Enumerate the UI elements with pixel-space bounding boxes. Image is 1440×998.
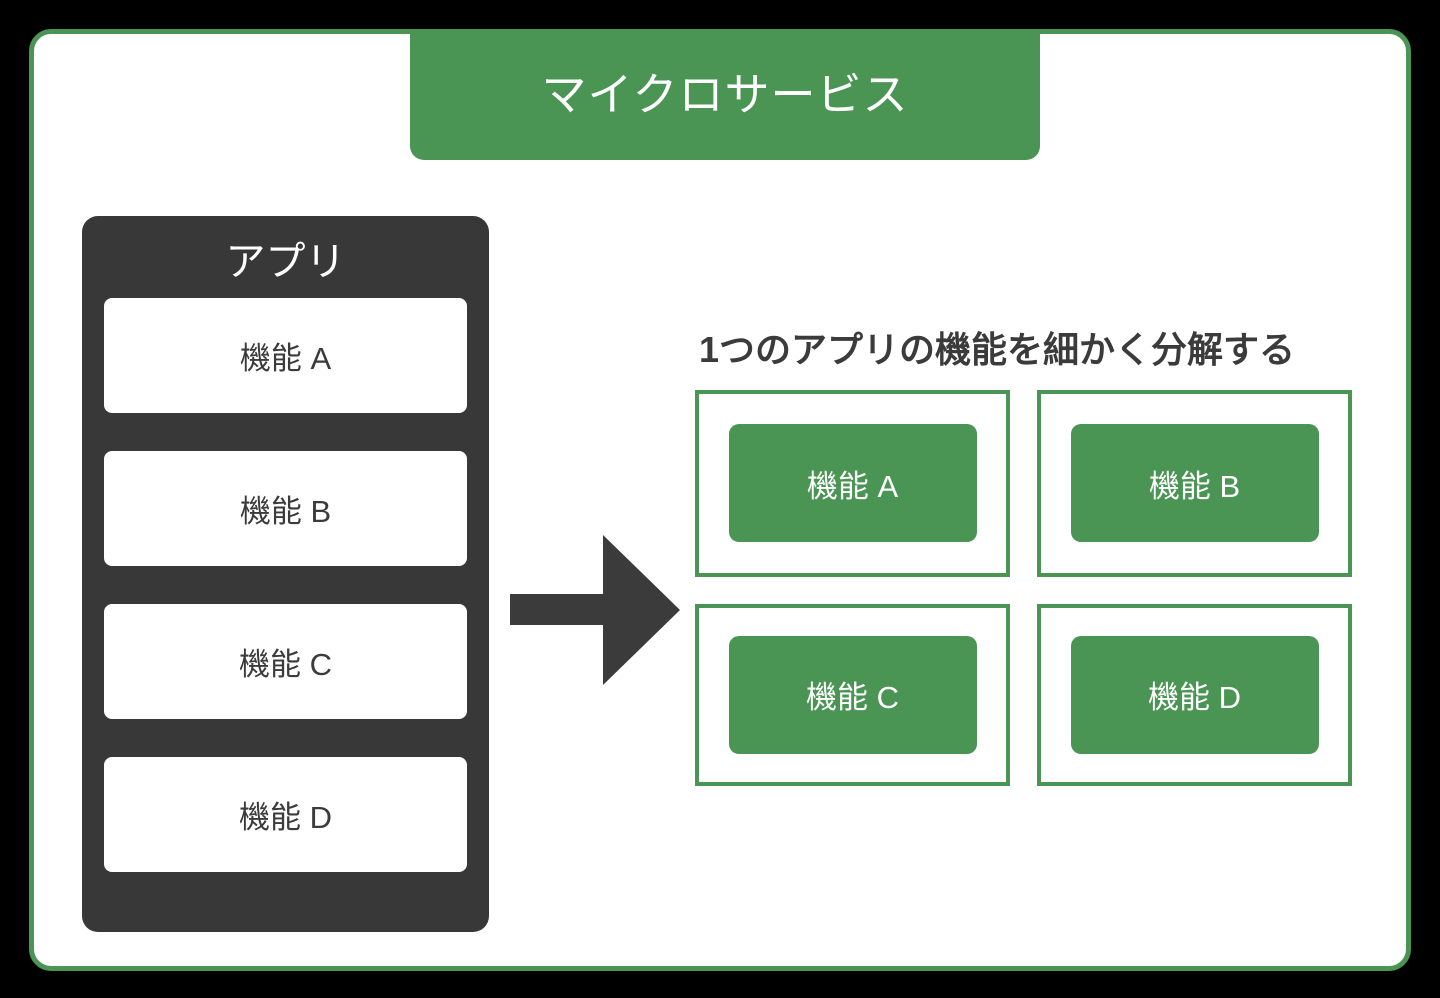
service-box-a: 機能 A (695, 389, 1010, 577)
monolith-title: アプリ (225, 240, 346, 284)
service-chip-d: 機能 D (1070, 635, 1319, 754)
service-box-d: 機能 D (1037, 603, 1352, 786)
microservices-grid: 機能 A 機能 B 機能 C 機能 D (695, 389, 1385, 786)
monolith-feature-b: 機能 B (104, 451, 467, 566)
monolith-feature-c-label: 機能 C (239, 647, 332, 682)
monolith-feature-d-label: 機能 D (239, 800, 332, 835)
microservices-heading: 1つのアプリの機能を細かく分解する (699, 329, 1296, 370)
service-box-c: 機能 C (695, 603, 1010, 786)
header-tab: マイクロサービス (410, 29, 1040, 160)
header-title: マイクロサービス (541, 69, 909, 120)
service-label-a: 機能 A (806, 468, 899, 504)
monolith-feature-list: 機能 A 機能 B 機能 C 機能 D (104, 298, 467, 872)
monolith-feature-a-label: 機能 A (239, 341, 332, 376)
monolith-feature-a: 機能 A (104, 298, 467, 413)
diagram-card: マイクロサービス アプリ 機能 A 機能 B 機能 C 機能 D 1つのアプリの… (29, 29, 1411, 971)
service-chip-a: 機能 A (728, 424, 977, 543)
monolith-app-box: アプリ 機能 A 機能 B 機能 C 機能 D (82, 216, 489, 932)
service-box-b: 機能 B (1037, 389, 1352, 577)
service-chip-b: 機能 B (1070, 424, 1319, 543)
service-label-d: 機能 D (1148, 680, 1241, 716)
arrow-right-icon (510, 505, 680, 715)
service-label-c: 機能 C (806, 680, 899, 716)
monolith-feature-d: 機能 D (104, 757, 467, 872)
microservices-section: 1つのアプリの機能を細かく分解する 機能 A 機能 B 機能 C 機能 D (695, 330, 1385, 786)
monolith-feature-c: 機能 C (104, 604, 467, 719)
service-chip-c: 機能 C (728, 635, 977, 754)
monolith-feature-b-label: 機能 B (239, 494, 332, 529)
service-label-b: 機能 B (1148, 468, 1241, 504)
